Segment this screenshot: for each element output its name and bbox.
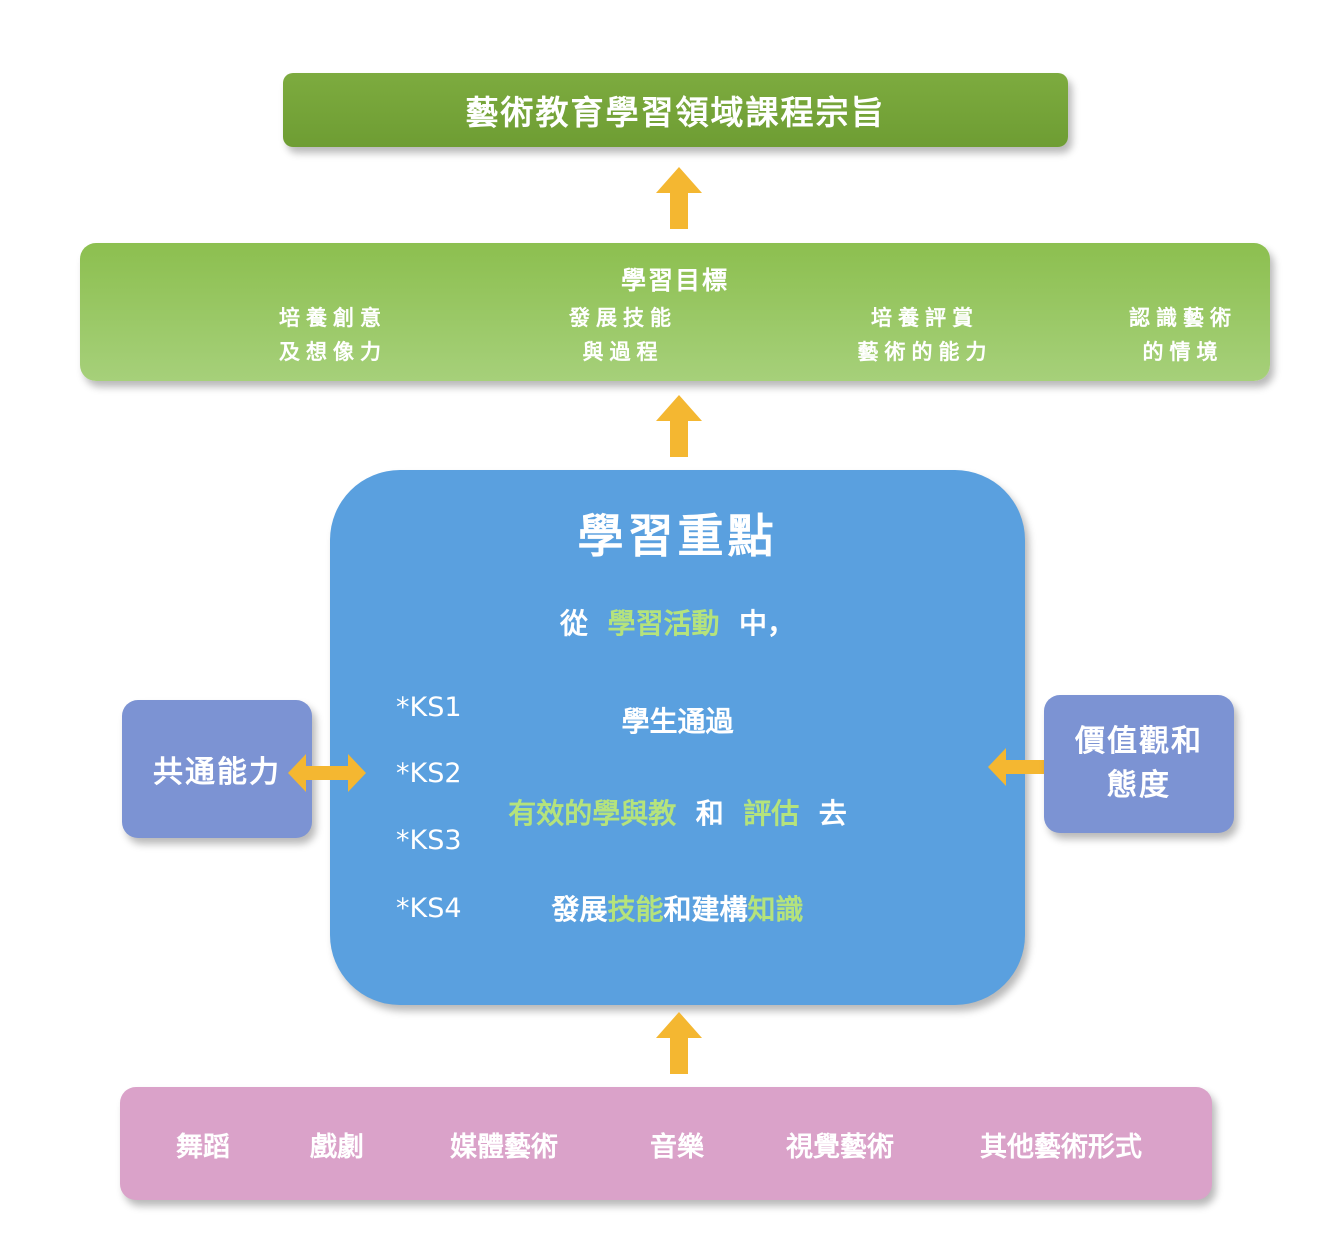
values-attitudes-box: 價值觀和 態度: [1044, 695, 1234, 833]
highlight-segment: 知識: [747, 893, 804, 926]
text-segment: 發展: [551, 893, 608, 926]
art-form-item: 其他藝術形式: [980, 1132, 1142, 1163]
objective-line: 培養評賞: [871, 306, 979, 330]
art-forms-box: 舞蹈 戲劇 媒體藝術 音樂 視覺藝術 其他藝術形式: [120, 1087, 1212, 1200]
objective-line: 培養創意: [279, 306, 387, 330]
objective-line: 及想像力: [279, 340, 387, 364]
double-arrow-icon: [288, 754, 366, 792]
focus-line-teaching: 有效的學與教 和 評估 去: [330, 792, 1025, 832]
art-form-item: 舞蹈: [176, 1132, 230, 1163]
objective-item: 認識藝術 的情境: [1053, 301, 1313, 369]
learning-objectives-box: 學習目標 培養創意 及想像力 發展技能 與過程 培養評賞 藝術的能力 認識藝術 …: [80, 243, 1270, 381]
objective-line: 發展技能: [569, 306, 677, 330]
key-stage-label: *KS3: [396, 825, 462, 856]
highlight-segment: 學習活動: [607, 607, 720, 640]
generic-skills-box: 共通能力: [122, 700, 312, 838]
art-form-item: 視覺藝術: [786, 1132, 894, 1163]
focus-line-activities: 從 學習活動 中，: [330, 602, 1025, 642]
highlight-segment: 有效的學與教: [508, 797, 677, 830]
key-stage-label: *KS1: [396, 692, 462, 723]
learning-focus-title: 學習重點: [577, 509, 778, 563]
text-segment: 和: [695, 797, 724, 830]
key-stage-label: *KS4: [396, 893, 462, 924]
objective-item: 發展技能 與過程: [493, 301, 753, 369]
curriculum-aim-box: 藝術教育學習領域課程宗旨: [283, 73, 1068, 147]
highlight-segment: 技能: [607, 893, 664, 926]
text-segment: 中，: [739, 607, 796, 640]
art-form-item: 音樂: [650, 1132, 704, 1163]
up-arrow-icon: [656, 1012, 702, 1074]
objective-item: 培養評賞 藝術的能力: [795, 301, 1055, 369]
learning-focus-box: 學習重點 從 學習活動 中， 學生通過 有效的學與教 和 評估 去 發展技能和建…: [330, 470, 1025, 1005]
text-segment: 和建構: [663, 893, 748, 926]
values-label-line: 態度: [1107, 768, 1171, 803]
objective-line: 藝術的能力: [857, 340, 993, 364]
up-arrow-icon: [656, 167, 702, 229]
highlight-segment: 評估: [743, 797, 800, 830]
key-stage-label: *KS2: [396, 758, 462, 789]
objective-line: 的情境: [1142, 340, 1224, 364]
objective-item: 培養創意 及想像力: [203, 301, 463, 369]
double-arrow-icon: [988, 748, 1066, 786]
curriculum-aim-title: 藝術教育學習領域課程宗旨: [465, 93, 886, 132]
art-form-item: 戲劇: [310, 1132, 364, 1163]
up-arrow-icon: [656, 395, 702, 457]
art-form-item: 媒體藝術: [450, 1132, 558, 1163]
focus-line-skills: 發展技能和建構知識: [330, 888, 1025, 928]
objective-line: 與過程: [582, 340, 664, 364]
focus-line-students: 學生通過: [621, 705, 734, 738]
learning-objectives-title: 學習目標: [620, 266, 729, 295]
objective-line: 認識藝術: [1129, 306, 1237, 330]
text-segment: 去: [818, 797, 847, 830]
generic-skills-label: 共通能力: [153, 755, 281, 790]
text-segment: 從: [559, 607, 588, 640]
values-label-line: 價值觀和: [1075, 724, 1203, 759]
